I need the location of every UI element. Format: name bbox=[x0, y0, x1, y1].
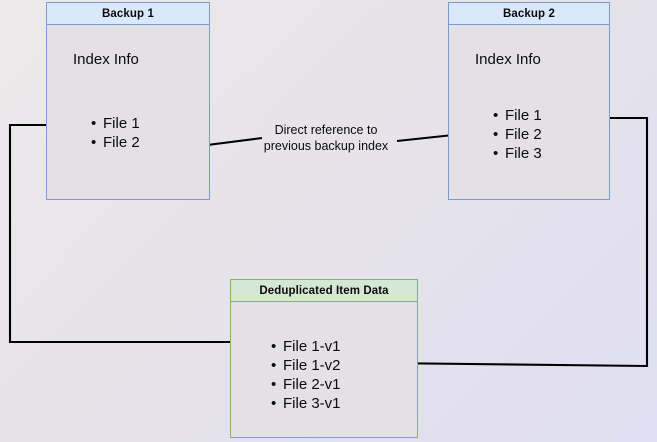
bullet-icon: • bbox=[271, 395, 277, 412]
backup-1-header: Backup 1 bbox=[47, 3, 209, 25]
bullet-icon: • bbox=[493, 126, 499, 143]
bullet-icon: • bbox=[91, 115, 97, 132]
list-item-label: File 1 bbox=[505, 107, 542, 124]
bullet-icon: • bbox=[493, 145, 499, 162]
list-item: • File 1 bbox=[91, 114, 140, 133]
list-item-label: File 3 bbox=[505, 145, 542, 162]
backup-2-index-label: Index Info bbox=[475, 51, 541, 68]
backup-2-body: Index Info • File 1 • File 2 • File 3 bbox=[449, 25, 609, 199]
list-item: • File 3 bbox=[493, 144, 542, 163]
list-item: • File 2 bbox=[493, 125, 542, 144]
list-item: • File 1 bbox=[493, 106, 542, 125]
deduplicated-item-data-header: Deduplicated Item Data bbox=[231, 280, 417, 302]
deduplicated-file-list: • File 1-v1 • File 1-v2 • File 2-v1 • Fi… bbox=[271, 337, 341, 413]
list-item: • File 3-v1 bbox=[271, 394, 341, 413]
list-item: • File 2-v1 bbox=[271, 375, 341, 394]
backup-2-header: Backup 2 bbox=[449, 3, 609, 25]
list-item-label: File 2-v1 bbox=[283, 376, 341, 393]
backup-2-box: Backup 2 Index Info • File 1 • File 2 • … bbox=[448, 2, 610, 200]
direct-reference-annotation: Direct reference to previous backup inde… bbox=[263, 123, 389, 153]
list-item: • File 2 bbox=[91, 133, 140, 152]
list-item: • File 1-v1 bbox=[271, 337, 341, 356]
backup-2-file-list: • File 1 • File 2 • File 3 bbox=[493, 106, 542, 163]
list-item-label: File 2 bbox=[505, 126, 542, 143]
deduplicated-item-data-body: • File 1-v1 • File 1-v2 • File 2-v1 • Fi… bbox=[231, 302, 417, 437]
bullet-icon: • bbox=[493, 107, 499, 124]
backup-1-box: Backup 1 Index Info • File 1 • File 2 bbox=[46, 2, 210, 200]
list-item-label: File 1-v1 bbox=[283, 338, 341, 355]
backup-1-index-label: Index Info bbox=[73, 51, 139, 68]
backup-1-body: Index Info • File 1 • File 2 bbox=[47, 25, 209, 199]
list-item-label: File 1 bbox=[103, 115, 140, 132]
list-item: • File 1-v2 bbox=[271, 356, 341, 375]
backup-1-file-list: • File 1 • File 2 bbox=[91, 114, 140, 152]
list-item-label: File 2 bbox=[103, 134, 140, 151]
bullet-icon: • bbox=[271, 376, 277, 393]
list-item-label: File 1-v2 bbox=[283, 357, 341, 374]
bullet-icon: • bbox=[271, 357, 277, 374]
deduplicated-item-data-box: Deduplicated Item Data • File 1-v1 • Fil… bbox=[230, 279, 418, 438]
list-item-label: File 3-v1 bbox=[283, 395, 341, 412]
bullet-icon: • bbox=[91, 134, 97, 151]
bullet-icon: • bbox=[271, 338, 277, 355]
